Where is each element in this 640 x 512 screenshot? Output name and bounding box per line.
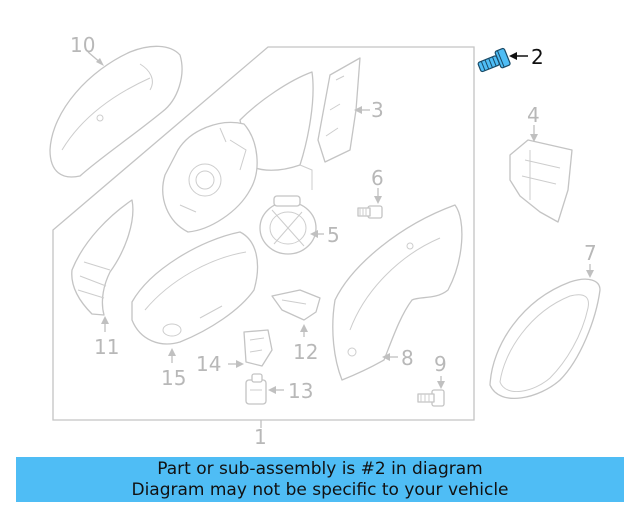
- part-3-cover-piece: [317, 57, 361, 163]
- callout-7: 7: [584, 241, 597, 265]
- callout-14: 14: [196, 352, 221, 376]
- part-8-frame: [332, 204, 463, 381]
- info-banner: Part or sub-assembly is #2 in diagram Di…: [16, 457, 624, 502]
- banner-line-2: Diagram may not be specific to your vehi…: [131, 480, 509, 500]
- callout-1: 1: [254, 425, 267, 449]
- callout-11: 11: [94, 335, 119, 359]
- callout-13: 13: [288, 379, 313, 403]
- callout-8: 8: [401, 346, 414, 370]
- callout-9: 9: [434, 352, 447, 376]
- callout-3: 3: [371, 98, 384, 122]
- part-11-turn-signal: [71, 199, 134, 316]
- part-5-motor: [259, 195, 317, 255]
- part-12-small-bracket: [271, 289, 321, 321]
- callout-2: 2: [531, 45, 544, 69]
- part-4-bracket: [509, 139, 573, 223]
- banner-line-1: Part or sub-assembly is #2 in diagram: [157, 459, 483, 479]
- part-15-lower-housing: [131, 231, 259, 345]
- mirror-base-housing: [162, 71, 314, 233]
- callout-10: 10: [70, 33, 95, 57]
- leader-2-arrow: [509, 52, 517, 60]
- assembly-outline: [52, 46, 475, 421]
- part-7-mirror-glass: [489, 278, 601, 400]
- callout-15: 15: [161, 366, 186, 390]
- callout-5: 5: [327, 223, 340, 247]
- callout-6: 6: [371, 166, 384, 190]
- callout-4: 4: [527, 103, 540, 127]
- part-13-connector: [245, 373, 267, 405]
- part-14-clip: [243, 329, 273, 367]
- part-6-screw: [357, 205, 383, 219]
- part-9-screw: [417, 389, 445, 407]
- part-2-bolt-highlighted: [477, 47, 511, 73]
- part-10-mirror-cover: [49, 45, 183, 178]
- callout-12: 12: [293, 340, 318, 364]
